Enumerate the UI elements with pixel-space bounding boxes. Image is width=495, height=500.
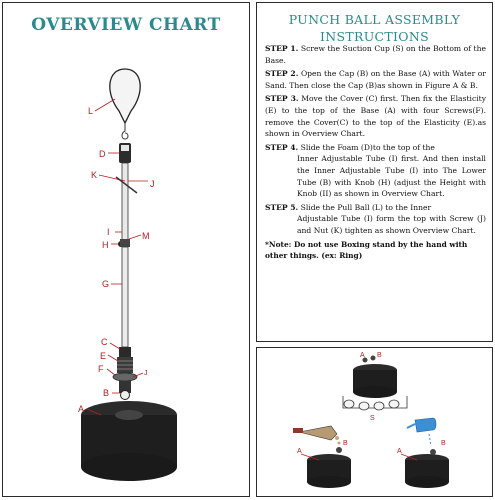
instruction-steps: STEP 1. Screw the Suction Cup (S) on the…: [265, 43, 486, 269]
inner-tube-i: [121, 162, 129, 242]
assembly-instructions-panel: PUNCH BALL ASSEMBLY INSTRUCTIONS STEP 1.…: [256, 2, 493, 342]
left-base-body: [307, 460, 351, 482]
step-label: STEP 3.: [265, 94, 299, 104]
label-l: L: [88, 106, 93, 116]
label-d: D: [99, 149, 106, 159]
right-label-a: A: [397, 448, 402, 455]
label-j: J: [150, 179, 155, 189]
step-label: STEP 1.: [265, 44, 299, 53]
cover-c: [119, 347, 131, 357]
label-s: S: [370, 415, 375, 422]
base-filling-diagram: A B S A B A B: [293, 352, 449, 488]
step-label: STEP 2.: [265, 69, 299, 79]
label-g: G: [102, 279, 109, 289]
label-i: I: [107, 227, 110, 237]
step-text: Screw the Suction Cup (S) on the Bottom …: [265, 44, 486, 65]
top-base-body: [353, 370, 397, 392]
label-e: E: [100, 351, 106, 361]
watering-can: [414, 417, 437, 433]
step-text: Move the Cover (C) first. Then fix the E…: [265, 94, 486, 139]
left-label-b: B: [343, 440, 348, 447]
assembly-figure-panel: A B S A B A B: [256, 347, 493, 497]
instructions-title-line1: PUNCH BALL ASSEMBLY: [288, 12, 461, 27]
label-h: H: [102, 240, 109, 250]
label-c: C: [101, 337, 108, 347]
step-2: STEP 2. Open the Cap (B) on the Base (A)…: [265, 68, 486, 91]
overview-chart-panel: OVERVIEW CHART: [2, 2, 250, 497]
top-label-b: B: [377, 352, 382, 359]
step-text: Slide the Pull Ball (L) to the Inner: [300, 202, 432, 212]
punch-ball-stand-diagram: L D K J I M H G C E F J B A: [78, 68, 177, 481]
right-base-body: [405, 460, 449, 482]
instructions-title: PUNCH BALL ASSEMBLY INSTRUCTIONS: [257, 11, 492, 45]
ball-hook: [121, 123, 129, 140]
top-label-a: A: [360, 352, 365, 359]
instructions-title-line2: INSTRUCTIONS: [320, 29, 429, 44]
label-m: M: [142, 231, 150, 241]
step-1: STEP 1. Screw the Suction Cup (S) on the…: [265, 43, 486, 66]
pull-ball: [109, 68, 141, 125]
label-a: A: [78, 404, 84, 414]
base-a-bottom: [81, 453, 177, 481]
step-5: STEP 5. Slide the Pull Ball (L) to the I…: [265, 202, 486, 237]
overview-chart-title: OVERVIEW CHART: [31, 15, 221, 35]
step-text-continued: Adjustable Tube (I) form the top with Sc…: [297, 214, 486, 235]
step-3: STEP 3. Move the Cover (C) first. Then f…: [265, 93, 486, 139]
label-k: K: [91, 170, 97, 180]
label-f: F: [98, 364, 104, 374]
step-text-continued: Inner Adjustable Tube (I) first. And the…: [297, 154, 486, 199]
safety-note: *Note: Do not use Boxing stand by the ha…: [265, 239, 468, 260]
step-label: STEP 5.: [265, 202, 299, 212]
step-text: Slide the Foam (D)to the top of the: [300, 142, 435, 152]
step-4: STEP 4. Slide the Foam (D)to the top of …: [265, 142, 486, 200]
label-b: B: [103, 388, 109, 398]
lower-tube-g: [121, 246, 129, 348]
step-text: Open the Cap (B) on the Base (A) with Wa…: [265, 69, 486, 90]
step-label: STEP 4.: [265, 142, 299, 152]
right-label-b: B: [441, 440, 446, 447]
sand-trowel: [298, 425, 338, 441]
left-label-a: A: [297, 448, 302, 455]
label-j-lower: J: [144, 370, 148, 377]
mount-b: [119, 381, 131, 393]
suction-cups: [342, 396, 408, 411]
